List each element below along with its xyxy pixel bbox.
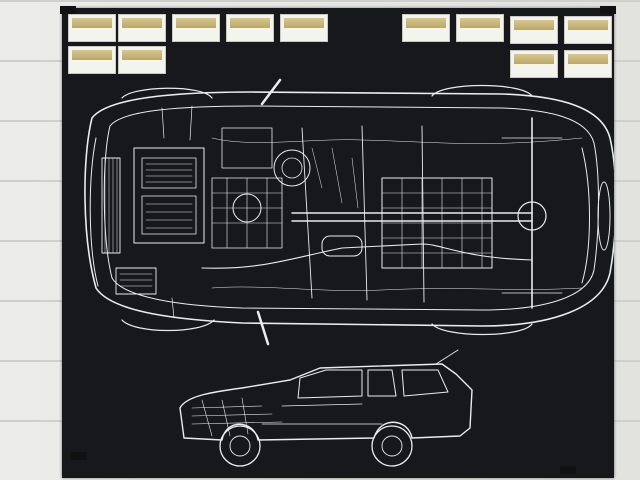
- mirror-bottom: [256, 310, 270, 346]
- left-label-card: [172, 14, 220, 42]
- left-label-card: [280, 14, 328, 42]
- right-label-card: [456, 14, 504, 42]
- card-image-strip: [568, 54, 608, 64]
- tape-top-left: [60, 6, 76, 14]
- blueprint-poster: [62, 8, 614, 478]
- left-label-card: [118, 14, 166, 42]
- catalytic-converter: [321, 235, 363, 257]
- vehicle-cutaway-drawing: [84, 78, 614, 467]
- transmission-housing: [273, 149, 311, 187]
- card-image-strip: [176, 18, 216, 28]
- exhaust-pipe: [201, 243, 533, 269]
- card-image-strip: [122, 18, 162, 28]
- tape-bottom-right: [560, 466, 576, 474]
- radiator: [101, 157, 121, 254]
- left-label-card: [118, 46, 166, 74]
- left-label-card: [226, 14, 274, 42]
- spare-tire: [597, 181, 611, 251]
- card-image-strip: [406, 18, 446, 28]
- card-image-strip: [72, 50, 112, 60]
- card-image-strip: [460, 18, 500, 28]
- side-view-suv: [179, 349, 473, 467]
- front-wheel: [219, 425, 261, 467]
- right-label-card: [510, 16, 558, 44]
- rear-differential: [517, 201, 547, 231]
- front-wheel-well-right: [121, 319, 215, 332]
- card-image-strip: [568, 20, 608, 30]
- battery: [115, 267, 157, 295]
- right-label-card: [564, 16, 612, 44]
- right-label-card: [564, 50, 612, 78]
- tape-top-right: [600, 6, 616, 14]
- left-label-card: [68, 14, 116, 42]
- mirror-top: [260, 78, 282, 106]
- engine-block: [133, 147, 205, 244]
- left-label-card: [68, 46, 116, 74]
- card-image-strip: [284, 18, 324, 28]
- right-label-card: [510, 50, 558, 78]
- tape-bottom-left: [70, 452, 86, 460]
- card-image-strip: [72, 18, 112, 28]
- front-wheel-well-left: [121, 87, 213, 99]
- card-image-strip: [230, 18, 270, 28]
- card-image-strip: [514, 20, 554, 30]
- right-label-card: [402, 14, 450, 42]
- rear-wheel-well-right: [431, 323, 533, 336]
- card-image-strip: [122, 50, 162, 60]
- top-view-body-outline: [84, 91, 614, 327]
- card-image-strip: [514, 54, 554, 64]
- rear-wheel: [371, 425, 413, 467]
- driveshaft: [291, 212, 533, 222]
- antenna: [435, 349, 459, 365]
- rear-wheel-well-left: [431, 84, 533, 97]
